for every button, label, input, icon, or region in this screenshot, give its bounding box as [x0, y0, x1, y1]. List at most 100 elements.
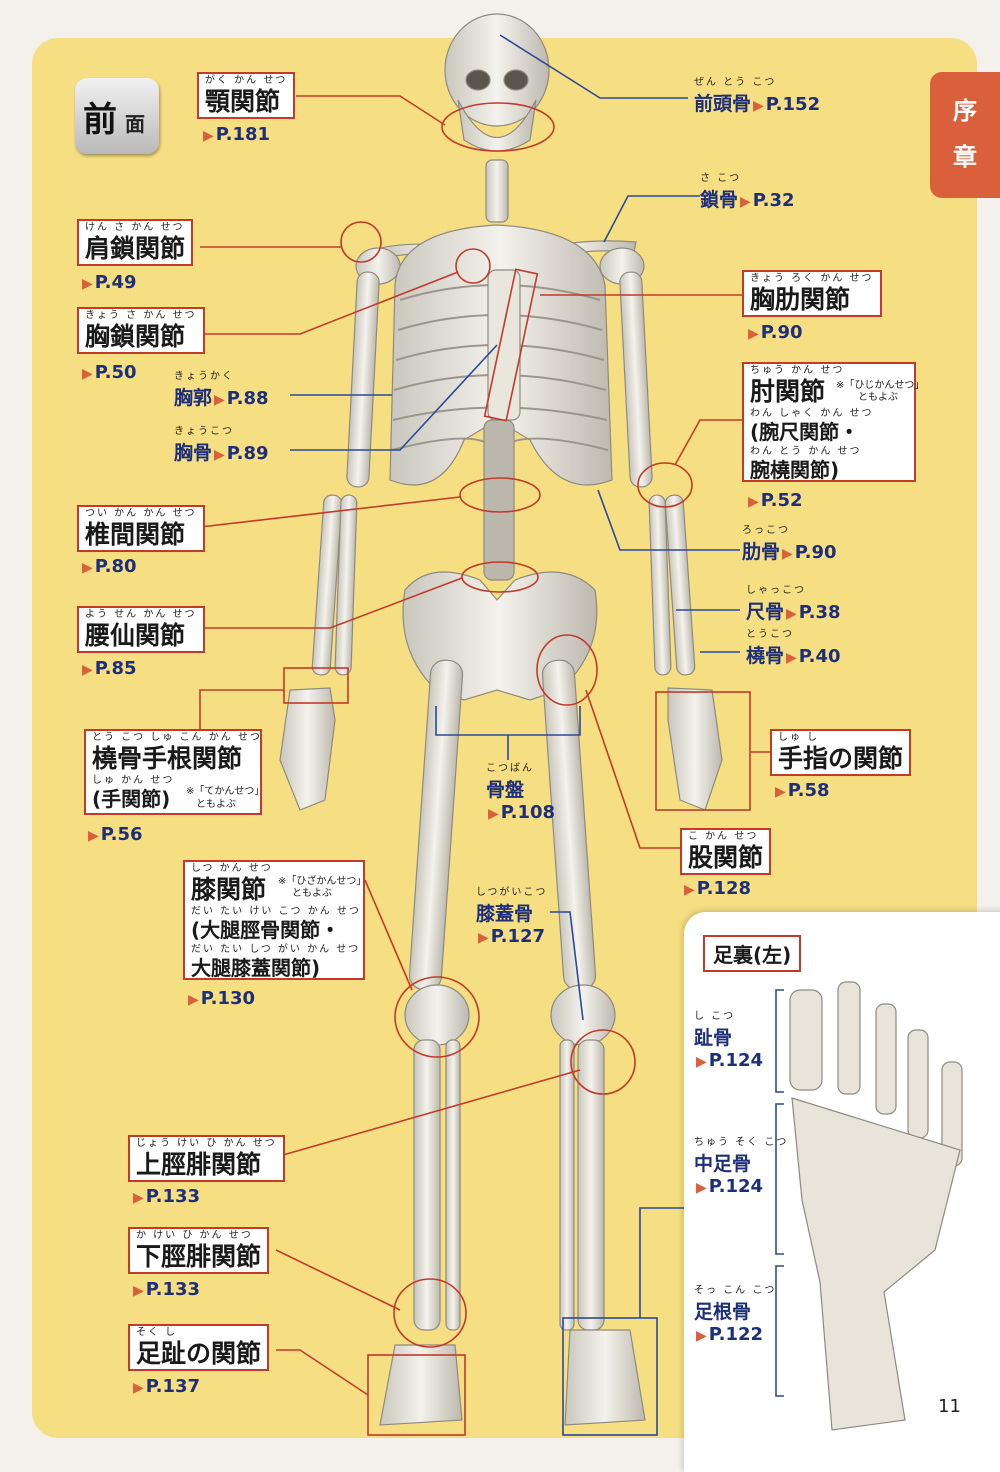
page-number: 11 [938, 1396, 961, 1417]
sup-tibfib-ruby: じょう けい ひ かん せつ [136, 1138, 277, 1149]
wrist-page-ref[interactable]: ▶P.56 [88, 824, 143, 845]
bone-tarsal[interactable]: そっ こん こつ 足根骨 ▶P.122 [694, 1285, 777, 1345]
foot-inset-title: 足裏(左) [703, 935, 802, 972]
knee-note-1: ※「ひざかんせつ」 [278, 876, 367, 887]
hip-page-ref[interactable]: ▶P.128 [684, 878, 752, 899]
sup-tibfib-ref-text: P.133 [145, 1186, 201, 1207]
inter-page-ref[interactable]: ▶P.80 [82, 556, 137, 577]
label-knee-joint[interactable]: しつ かん せつ 膝関節 だい たい けい こつ かん せつ (大腿脛骨関節・ … [183, 860, 365, 980]
label-elbow-joint[interactable]: ちゅう かん せつ 肘関節 わん しゃく かん せつ (腕尺関節・ わん とう … [742, 362, 916, 482]
inf-tibfib-ruby: か けい ひ かん せつ [136, 1230, 253, 1241]
skeleton-figure [279, 13, 723, 1426]
label-sternocostal-joint[interactable]: きょう ろく かん せつ 胸肋関節 [742, 270, 882, 317]
inter-ref-text: P.80 [94, 556, 137, 577]
rib-name: 肋骨 [742, 541, 781, 563]
bone-clavicle[interactable]: さ こつ 鎖骨▶P.32 [700, 173, 795, 211]
knee-ref-text: P.130 [200, 988, 256, 1009]
jaw-joint-name: 顎関節 [205, 87, 281, 116]
bone-metatarsal[interactable]: ちゅう そく こつ 中足骨 ▶P.124 [694, 1137, 789, 1197]
toe-ref-text: P.137 [145, 1376, 201, 1397]
label-acromioclavicular-joint[interactable]: けん さ かん せつ 肩鎖関節 [77, 219, 194, 266]
bone-ulna[interactable]: しゃっこつ 尺骨▶P.38 [746, 585, 841, 623]
metatarsal-ref: P.124 [708, 1176, 764, 1197]
frontal-name: 前頭骨 [694, 93, 752, 115]
wrist-name: 橈骨手根関節 [92, 744, 243, 773]
wrist-note-1: ※「てかんせつ」 [186, 786, 265, 797]
elbow-ruby-2: わん しゃく かん せつ [750, 408, 874, 419]
label-finger-joint[interactable]: しゅ し 手指の関節 [770, 729, 912, 776]
label-toe-joint[interactable]: そく し 足趾の関節 [128, 1324, 270, 1371]
bone-phalanges[interactable]: し こつ 趾骨 ▶P.124 [694, 1011, 764, 1071]
acromio-ruby: けん さ かん せつ [85, 222, 185, 233]
inf-tibfib-ref-text: P.133 [145, 1279, 201, 1300]
sterno-page-ref[interactable]: ▶P.50 [82, 362, 137, 383]
bone-pelvis[interactable]: こつばん 骨盤 ▶P.108 [486, 763, 556, 823]
label-superior-tibiofibular-joint[interactable]: じょう けい ひ かん せつ 上脛腓関節 [128, 1135, 285, 1182]
rib-ruby: ろっこつ [742, 525, 790, 536]
bone-thorax[interactable]: きょうかく 胸郭▶P.88 [174, 371, 269, 409]
label-radiocarpal-joint[interactable]: とう こつ しゅ こん かん せつ 橈骨手根関節 しゅ かん せつ (手関節) [84, 729, 262, 815]
foot-bones [789, 981, 963, 1431]
elbow-note-1: ※「ひじかんせつ」 [836, 380, 925, 391]
tab-char-2: 章 [953, 143, 977, 171]
lumbo-page-ref[interactable]: ▶P.85 [82, 658, 137, 679]
ulna-name: 尺骨 [746, 601, 785, 623]
knee-page-ref[interactable]: ▶P.130 [188, 988, 256, 1009]
sup-tibfib-page-ref[interactable]: ▶P.133 [133, 1186, 201, 1207]
thorax-name: 胸郭 [174, 387, 213, 409]
toe-ruby: そく し [136, 1327, 178, 1338]
inter-ruby: つい かん かん せつ [85, 508, 197, 519]
pelvis-ref: P.108 [500, 802, 556, 823]
radius-name: 橈骨 [746, 645, 785, 667]
label-intervertebral-joint[interactable]: つい かん かん せつ 椎間関節 [77, 505, 205, 552]
knee-ruby: しつ かん せつ [191, 863, 273, 874]
wrist-note-2: ともよぶ [196, 799, 236, 810]
rib-ref: P.90 [794, 542, 837, 563]
metatarsal-name: 中足骨 [694, 1153, 752, 1175]
wrist-ruby: とう こつ しゅ こん かん せつ [92, 732, 262, 743]
sterno-ref-text: P.50 [94, 362, 137, 383]
phalanges-name: 趾骨 [694, 1027, 733, 1049]
knee-sub-2: 大腿膝蓋関節) [191, 956, 321, 980]
jaw-joint-ref-text: P.181 [215, 124, 271, 145]
inf-tibfib-page-ref[interactable]: ▶P.133 [133, 1279, 201, 1300]
finger-page-ref[interactable]: ▶P.58 [775, 780, 830, 801]
costo-page-ref[interactable]: ▶P.90 [748, 322, 803, 343]
label-jaw-joint[interactable]: がく かん せつ 顎関節 [197, 72, 296, 119]
knee-sub-1: (大腿脛骨関節・ [191, 918, 341, 942]
elbow-page-ref[interactable]: ▶P.52 [748, 490, 803, 511]
elbow-note-2: ともよぶ [858, 392, 898, 403]
bone-sternum[interactable]: きょうこつ 胸骨▶P.89 [174, 426, 269, 464]
bone-radius[interactable]: とうこつ 橈骨▶P.40 [746, 629, 841, 667]
label-sternoclavicular-joint[interactable]: きょう さ かん せつ 胸鎖関節 [77, 307, 205, 354]
patella-ruby: しつがいこつ [476, 887, 548, 898]
sterno-name: 胸鎖関節 [85, 322, 186, 351]
label-hip-joint[interactable]: こ かん せつ 股関節 [680, 828, 772, 875]
bone-patella[interactable]: しつがいこつ 膝蓋骨 ▶P.127 [476, 887, 548, 947]
knee-ruby-3: だい たい しつ がい かん せつ [191, 944, 361, 955]
patella-ref: P.127 [490, 926, 546, 947]
clavicle-ref: P.32 [752, 190, 795, 211]
toe-page-ref[interactable]: ▶P.137 [133, 1376, 201, 1397]
acromio-name: 肩鎖関節 [85, 234, 186, 263]
jaw-joint-page-ref[interactable]: ▶P.181 [203, 124, 271, 145]
bone-rib[interactable]: ろっこつ 肋骨▶P.90 [742, 525, 837, 563]
wrist-ref-text: P.56 [100, 824, 143, 845]
patella-name: 膝蓋骨 [476, 903, 534, 925]
label-lumbosacral-joint[interactable]: よう せん かん せつ 腰仙関節 [77, 606, 205, 653]
tarsal-name: 足根骨 [694, 1301, 752, 1323]
knee-name: 膝関節 [191, 875, 267, 904]
chapter-tab[interactable]: 序 章 [930, 72, 1000, 198]
lumbo-ref-text: P.85 [94, 658, 137, 679]
toe-name: 足趾の関節 [136, 1339, 262, 1368]
radius-ruby: とうこつ [746, 629, 794, 640]
label-inferior-tibiofibular-joint[interactable]: か けい ひ かん せつ 下脛腓関節 [128, 1227, 270, 1274]
tab-char-1: 序 [953, 97, 977, 125]
acromio-page-ref[interactable]: ▶P.49 [82, 272, 137, 293]
sterno-ruby: きょう さ かん せつ [85, 310, 197, 321]
finger-ruby: しゅ し [778, 732, 820, 743]
frontal-ref: P.152 [765, 94, 821, 115]
bone-frontal[interactable]: ぜん とう こつ 前頭骨▶P.152 [694, 77, 821, 115]
thorax-ruby: きょうかく [174, 371, 234, 382]
